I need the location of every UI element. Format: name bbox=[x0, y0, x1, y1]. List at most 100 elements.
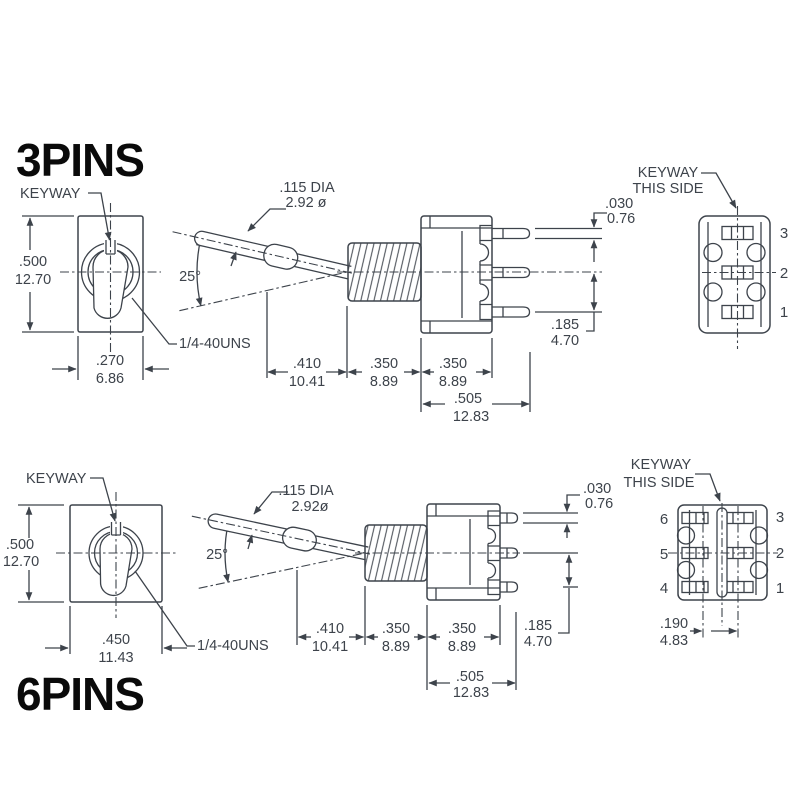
swing-angle-value: 25° bbox=[206, 547, 228, 563]
dim-overall-inch: .505 bbox=[456, 669, 484, 685]
length-dimensions: .410 10.41 .350 8.89 .350 8.89 .505 12.8… bbox=[266, 292, 531, 425]
swing-angle-value: 25° bbox=[179, 269, 201, 285]
side-notch bbox=[749, 526, 769, 545]
dim-width-mm: 11.43 bbox=[98, 650, 133, 666]
base-outline bbox=[698, 215, 771, 334]
extension-lines-height bbox=[22, 215, 74, 333]
base-inner-walls bbox=[707, 222, 762, 327]
section-6pins: 6PINS .500 12.70 .450 11.43 KEYWAY bbox=[3, 457, 784, 720]
lever-swing-phantom bbox=[179, 271, 348, 312]
pin-spacing-inch: .185 bbox=[524, 618, 552, 634]
insulator-profile bbox=[479, 240, 490, 305]
keyway-note-leader bbox=[695, 473, 721, 502]
toggle-lever-side bbox=[191, 513, 371, 561]
thread-label: 1/4-40UNS bbox=[197, 638, 269, 654]
toggle-lever-front bbox=[92, 248, 129, 319]
dim-thread-length-mm: 8.89 bbox=[382, 639, 410, 655]
thread-label: 1/4-40UNS bbox=[179, 336, 251, 352]
side-view-6pins: 25° .115 DIA 2.92ø bbox=[191, 481, 613, 701]
keyway-label: KEYWAY bbox=[26, 471, 87, 487]
lever-shaft bbox=[193, 230, 277, 263]
lever-dia-arrow2 bbox=[230, 251, 237, 267]
dim-overall-mm: 12.83 bbox=[453, 409, 489, 425]
rear-view-3pins: 3 2 1 KEYWAY THIS SIDE bbox=[633, 165, 788, 349]
keyway-note-line1: KEYWAY bbox=[631, 457, 692, 473]
front-view-6pins: .500 12.70 .450 11.43 KEYWAY 1/4-40UNS bbox=[3, 471, 269, 666]
thread-leader bbox=[131, 297, 177, 345]
dim-thread-length-inch: .350 bbox=[370, 356, 398, 372]
pin-thickness-inch: .030 bbox=[605, 196, 633, 212]
length-dimensions: .410 10.41 .350 8.89 .350 8.89 .505 12.8… bbox=[296, 570, 517, 701]
dim-body-width-inch: .350 bbox=[448, 621, 476, 637]
keyway-note-line2: THIS SIDE bbox=[633, 181, 704, 197]
pin-spacing-mm: 4.70 bbox=[551, 333, 579, 349]
dim-height-inch: .500 bbox=[6, 537, 34, 553]
lever-dia-mm: 2.92ø bbox=[291, 499, 328, 515]
side-notch bbox=[676, 560, 696, 580]
pin-thickness-extensions bbox=[523, 512, 578, 524]
terminal-support-tabs bbox=[487, 510, 500, 596]
pitch-inch: .190 bbox=[660, 616, 688, 632]
pin-number: 3 bbox=[780, 225, 788, 242]
lever-dia-leader bbox=[253, 491, 288, 515]
dim-overall-inch: .505 bbox=[454, 391, 482, 407]
pin-number: 1 bbox=[776, 580, 784, 597]
lever-axis-centerline bbox=[172, 231, 352, 274]
pin-spacing-bracket bbox=[586, 312, 595, 332]
insulator-profile bbox=[487, 525, 497, 580]
keyway-note-leader bbox=[701, 172, 737, 209]
rear-view-6pins: 6 5 4 3 2 1 .190 4.83 KEYWAY THIS SIDE bbox=[624, 457, 785, 649]
dim-width-inch: .270 bbox=[96, 353, 124, 369]
dim-lever-length-mm: 10.41 bbox=[289, 374, 325, 390]
pin-number: 2 bbox=[776, 545, 784, 562]
dim-overall-mm: 12.83 bbox=[453, 685, 489, 701]
pin-number: 5 bbox=[660, 546, 668, 563]
lever-axis-centerline bbox=[191, 515, 371, 555]
pin-thickness-mm: 0.76 bbox=[607, 211, 635, 227]
dim-lever-length-inch: .410 bbox=[293, 356, 321, 372]
keyway-label: KEYWAY bbox=[20, 186, 81, 202]
keyway-notch bbox=[105, 240, 116, 255]
side-notch bbox=[676, 526, 696, 545]
pin-number: 4 bbox=[660, 580, 668, 597]
pin-number: 2 bbox=[780, 265, 788, 282]
title-6pins: 6PINS bbox=[16, 668, 144, 720]
section-3pins: 3PINS .500 12.70 .270 6.86 KEYWAY bbox=[15, 134, 788, 425]
lever-dia-inch: .115 DIA bbox=[278, 483, 334, 499]
dim-body-width-mm: 8.89 bbox=[439, 374, 467, 390]
dim-width-inch: .450 bbox=[102, 632, 130, 648]
lever-dia-leader bbox=[247, 208, 286, 232]
pin-thickness-mm: 0.76 bbox=[585, 496, 613, 512]
keyway-note-line2: THIS SIDE bbox=[624, 475, 695, 491]
title-3pins: 3PINS bbox=[16, 134, 144, 186]
pin-thickness-arrow-top bbox=[563, 494, 580, 513]
lever-dia-arrow2 bbox=[246, 534, 254, 550]
pitch-mm: 4.83 bbox=[660, 633, 688, 649]
dim-height-mm: 12.70 bbox=[3, 554, 39, 570]
thread-leader bbox=[134, 570, 195, 647]
side-notch bbox=[703, 282, 723, 302]
keyway-leader bbox=[90, 477, 117, 522]
terminal-pins bbox=[492, 227, 531, 318]
pin-spacing-inch: .185 bbox=[551, 317, 579, 333]
pin-number: 3 bbox=[776, 509, 784, 526]
pin-spacing-bracket bbox=[558, 588, 570, 634]
body-detail-lines bbox=[421, 216, 492, 333]
side-view-3pins: 25° .115 DIA 2.92 ø bbox=[172, 180, 635, 425]
lever-dia-inch: .115 DIA bbox=[279, 180, 335, 196]
switch-body bbox=[420, 215, 493, 334]
body-detail-lines bbox=[427, 504, 500, 600]
side-notch bbox=[703, 242, 723, 263]
lever-swing-phantom bbox=[198, 552, 366, 589]
side-notch bbox=[746, 242, 766, 263]
side-notch bbox=[749, 560, 769, 580]
pin-number: 6 bbox=[660, 511, 668, 528]
pin-spacing-mm: 4.70 bbox=[524, 634, 552, 650]
keyway-leader bbox=[88, 192, 112, 241]
dim-body-width-mm: 8.89 bbox=[448, 639, 476, 655]
extension-lines-width bbox=[77, 336, 144, 380]
dim-thread-length-inch: .350 bbox=[382, 621, 410, 637]
switch-body bbox=[426, 503, 501, 601]
extension-lines-width bbox=[69, 606, 163, 654]
